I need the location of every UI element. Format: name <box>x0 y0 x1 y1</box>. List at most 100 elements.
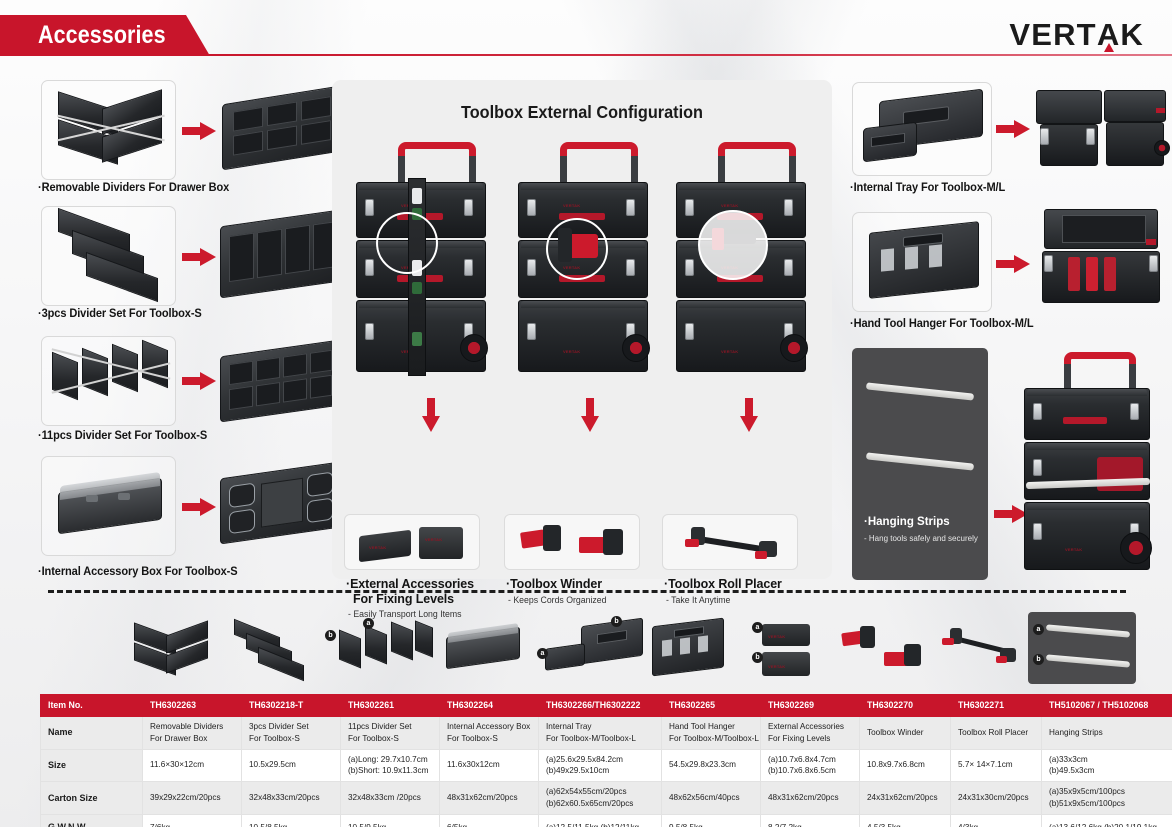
toolbox-s-with-accessory-box-art <box>220 461 340 545</box>
thumb-11pcs-divider-set[interactable]: b a <box>325 614 435 678</box>
accessory-caption: 3pcs Divider Set For Toolbox-S <box>38 308 202 320</box>
table-header-col-7: TH6302270 <box>859 694 951 717</box>
center-panel-title-text: Toolbox External Configuration <box>460 102 704 122</box>
cell-line: External Accessories <box>768 721 844 731</box>
cell-line: 6/5kg <box>447 822 531 827</box>
cell-line: Internal Accessory Box <box>447 721 531 731</box>
cell-carton-5: 48x62x56cm/40pcs <box>661 781 761 816</box>
thumb-external-accessories[interactable]: a b VERTAK VERTAK <box>752 614 824 680</box>
cell-line: (b)62x60.5x65cm/20pcs <box>546 799 634 809</box>
thumb-toolbox-winder[interactable] <box>840 618 928 678</box>
thumb-internal-accessory-box[interactable] <box>440 620 528 676</box>
center-panel-title: Toolbox External Configuration <box>350 102 815 123</box>
thumb-hand-tool-hanger[interactable] <box>648 616 732 678</box>
arrow-right-icon <box>182 248 216 266</box>
badge-a: a <box>363 618 374 629</box>
highlight-circle-2 <box>546 218 608 280</box>
toolbox-stack-with-strips-art: VERTAK <box>1020 352 1160 580</box>
cell-line: (b)10.7x6.8x6.5cm <box>768 766 836 776</box>
table-header-col-6: TH6302269 <box>760 694 860 717</box>
cell-line: 8.2/7.2kg <box>768 822 852 827</box>
thumb-toolbox-roll-placer[interactable] <box>932 618 1032 678</box>
table-header-item-no: Item No. <box>40 694 143 717</box>
accessory-caption: Hand Tool Hanger For Toolbox-M/L <box>850 318 1034 330</box>
cell-line: 10.5x29.5cm <box>249 760 296 770</box>
cell-size-8: 5.7× 14×7.1cm <box>950 748 1042 783</box>
cell-line: (a)35x9x5cm/100pcs <box>1049 787 1125 797</box>
hanging-strip-a-art <box>865 382 975 401</box>
cell-line: 10.5/9.5kg <box>348 822 432 827</box>
badge-b: b <box>1033 654 1044 665</box>
toolbox-ml-with-tray-art <box>1036 80 1170 180</box>
highlight-circle-3 <box>698 210 768 280</box>
cell-carton-2: 32x48x33cm /20pcs <box>340 781 440 816</box>
thumb-removable-dividers[interactable] <box>124 616 220 676</box>
cell-line: (a)33x3cm <box>1049 754 1088 764</box>
11pcs-divider-thumb-frame <box>41 336 176 426</box>
cell-gw-5: 9.5/8.5kg <box>661 814 761 827</box>
section-title-banner: Accessories <box>0 15 210 56</box>
cell-name-9: Hanging Strips <box>1041 715 1172 750</box>
cell-line: 4.5/3.5kg <box>867 822 943 827</box>
cell-size-2: (a)Long: 29.7x10.7cm(b)Short: 10.9x11.3c… <box>340 748 440 783</box>
cell-size-4: (a)25.6x29.5x84.2cm(b)49x29.5x10cm <box>538 748 662 783</box>
cell-line: (a)62x54x55cm/20pcs <box>546 787 627 797</box>
toolbox-s-tray-art <box>220 209 340 299</box>
logo-text-tail: K <box>1120 17 1144 52</box>
cell-name-7: Toolbox Winder <box>859 715 951 750</box>
row-label-gw-nw: G.W.N.W <box>40 814 143 827</box>
thumb-internal-tray[interactable]: a b <box>535 614 645 678</box>
cell-gw-0: 7/6kg <box>142 814 242 827</box>
table-row-size: Size 11.6×30×12cm 10.5x29.5cm (a)Long: 2… <box>40 748 1172 783</box>
cell-gw-8: 4/3kg <box>950 814 1042 827</box>
cell-line: For Toolbox-S <box>249 733 300 743</box>
cell-line: For Toolbox-M/Toolbox-L <box>669 733 759 743</box>
cell-carton-0: 39x29x22cm/20pcs <box>142 781 242 816</box>
callout-title-line1: Toolbox Winder <box>506 576 602 591</box>
arrow-right-icon <box>182 372 216 390</box>
hand-tool-hanger-art <box>853 213 991 311</box>
external-accessories-thumb-frame: VERTAK VERTAK <box>344 514 480 570</box>
cell-line: Hand Tool Hanger <box>669 721 735 731</box>
cell-line: Toolbox Roll Placer <box>958 727 1029 737</box>
cell-carton-7: 24x31x62cm/20pcs <box>859 781 951 816</box>
cell-line: 39x29x22cm/20pcs <box>150 793 221 803</box>
cell-line: 48x31x62cm/20pcs <box>447 793 518 803</box>
table-header-col-8: TH6302271 <box>950 694 1042 717</box>
11pcs-divider-art <box>42 337 175 425</box>
cell-line: 11.6x30x12cm <box>447 760 500 770</box>
page-title: Accessories <box>38 21 166 49</box>
table-header-col-1: TH6302218-T <box>241 694 341 717</box>
callout-title-line1: External Accessories <box>346 576 474 591</box>
toolbox-s-11cell-tray-art <box>220 339 340 423</box>
thumb-hanging-strips[interactable]: a b <box>1028 612 1136 684</box>
arrow-down-icon <box>422 398 440 432</box>
arrow-right-icon <box>996 255 1030 273</box>
thumb-3pcs-divider-set[interactable] <box>230 616 318 682</box>
cell-size-9: (a)33x3cm(b)49.5x3cm <box>1041 748 1172 783</box>
specification-table: Item No. TH6302263 TH6302218-T TH6302261… <box>40 694 1172 827</box>
cell-line: 10.5/8.5kg <box>249 822 333 827</box>
callout-subtitle: Keeps Cords Organized <box>508 595 606 605</box>
cell-line: 4/3kg <box>958 822 1034 827</box>
cell-line: 48x62x56cm/40pcs <box>669 793 740 803</box>
cell-gw-7: 4.5/3.5kg <box>859 814 951 827</box>
header-divider-rule <box>198 54 1172 56</box>
badge-b: b <box>611 616 622 627</box>
cell-size-1: 10.5x29.5cm <box>241 748 341 783</box>
table-header-col-2: TH6302261 <box>340 694 440 717</box>
table-header-col-3: TH6302264 <box>439 694 539 717</box>
removable-dividers-art <box>42 81 175 179</box>
arrow-down-icon <box>740 398 758 432</box>
cell-gw-3: 6/5kg <box>439 814 539 827</box>
table-header-row: Item No. TH6302263 TH6302218-T TH6302261… <box>40 694 1172 717</box>
cell-size-3: 11.6x30x12cm <box>439 748 539 783</box>
cell-line: For Drawer Box <box>150 733 208 743</box>
cell-line: Hanging Strips <box>1049 727 1103 737</box>
